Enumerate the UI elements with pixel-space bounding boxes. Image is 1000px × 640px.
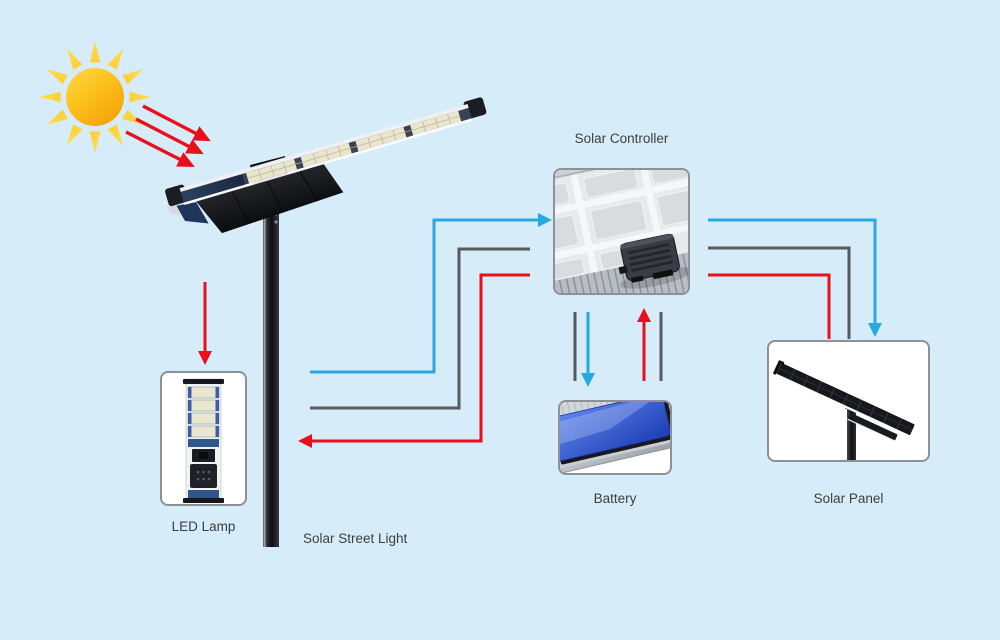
- led-lamp-image: [183, 378, 224, 503]
- sunlight-arrows: [125, 104, 211, 168]
- solar-panel-image: [773, 360, 915, 460]
- controller-unit: [618, 233, 680, 283]
- solar-panel-box: [767, 340, 930, 462]
- solar-controller-image: [555, 170, 688, 293]
- sun-icon: [39, 41, 151, 153]
- battery-box: [558, 400, 672, 475]
- battery-image: [560, 402, 670, 473]
- led-lamp-box: [160, 371, 247, 506]
- street-light-label: Solar Street Light: [303, 531, 408, 546]
- street-light-graphic: [165, 97, 487, 547]
- solar-panel-label: Solar Panel: [813, 491, 884, 506]
- panel-pole: [847, 404, 856, 460]
- flow-controller-solarpanel-red: [708, 273, 831, 339]
- flow-streetlight-to-controller-blue: [310, 213, 552, 374]
- solar-controller-label: Solar Controller: [574, 131, 669, 146]
- lamp-head: [165, 97, 487, 234]
- battery-pack: [560, 402, 670, 462]
- solar-controller-box: [553, 168, 690, 295]
- flow-controller-to-lamp-red: [298, 273, 530, 448]
- flow-connectors: [198, 213, 882, 448]
- led-lamp-label: LED Lamp: [171, 519, 236, 534]
- led-modules: [187, 386, 220, 438]
- battery-label: Battery: [593, 491, 637, 506]
- panel-bar: [773, 360, 915, 442]
- flow-streetlight-to-controller-gray: [310, 247, 530, 410]
- flow-controller-to-solarpanel-blue: [708, 218, 882, 337]
- flow-controller-solarpanel-gray: [708, 246, 851, 339]
- street-light-pole: [258, 183, 284, 547]
